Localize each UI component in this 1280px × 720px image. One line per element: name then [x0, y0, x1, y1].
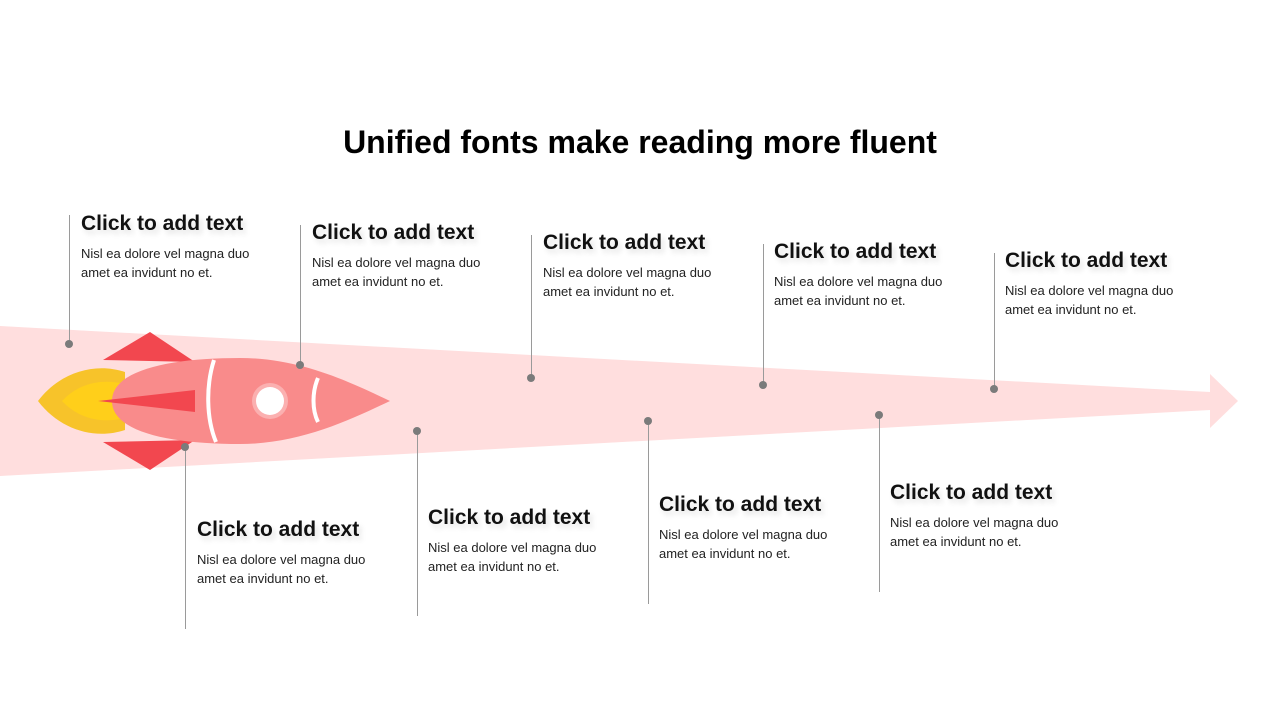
- connector-line: [763, 244, 764, 385]
- connector-line: [69, 215, 70, 344]
- milestone-heading[interactable]: Click to add text: [890, 481, 1053, 504]
- milestone-bottom-4[interactable]: Click to add text Nisl ea dolore vel mag…: [890, 481, 1120, 551]
- timeline-dot: [296, 361, 304, 369]
- connector-line: [531, 235, 532, 378]
- milestone-heading[interactable]: Click to add text: [428, 506, 591, 529]
- timeline-dot: [413, 427, 421, 435]
- arrow-trail: [0, 326, 1238, 476]
- connector-line: [417, 431, 418, 616]
- milestone-description[interactable]: Nisl ea dolore vel magna duo amet ea inv…: [428, 540, 597, 574]
- milestone-heading[interactable]: Click to add text: [1005, 249, 1168, 272]
- milestone-top-1[interactable]: Click to add text Nisl ea dolore vel mag…: [81, 212, 311, 282]
- milestone-heading[interactable]: Click to add text: [312, 221, 475, 244]
- timeline-dot: [65, 340, 73, 348]
- milestone-description[interactable]: Nisl ea dolore vel magna duo amet ea inv…: [774, 274, 943, 308]
- milestone-bottom-2[interactable]: Click to add text Nisl ea dolore vel mag…: [428, 506, 658, 576]
- milestone-bottom-1[interactable]: Click to add text Nisl ea dolore vel mag…: [197, 518, 427, 588]
- milestone-description[interactable]: Nisl ea dolore vel magna duo amet ea inv…: [543, 265, 712, 299]
- timeline-dot: [181, 443, 189, 451]
- milestone-description[interactable]: Nisl ea dolore vel magna duo amet ea inv…: [312, 255, 481, 289]
- milestone-heading[interactable]: Click to add text: [659, 493, 822, 516]
- connector-line: [648, 421, 649, 604]
- page-title: Unified fonts make reading more fluent: [343, 124, 937, 160]
- timeline-dot: [990, 385, 998, 393]
- milestone-bottom-3[interactable]: Click to add text Nisl ea dolore vel mag…: [659, 493, 889, 563]
- milestone-description[interactable]: Nisl ea dolore vel magna duo amet ea inv…: [81, 246, 250, 280]
- milestone-top-2[interactable]: Click to add text Nisl ea dolore vel mag…: [312, 221, 542, 291]
- milestone-heading[interactable]: Click to add text: [774, 240, 937, 263]
- rocket-icon: [38, 332, 390, 470]
- connector-line: [300, 225, 301, 365]
- milestone-top-5[interactable]: Click to add text Nisl ea dolore vel mag…: [1005, 249, 1235, 319]
- timeline-dot: [644, 417, 652, 425]
- timeline-dot: [759, 381, 767, 389]
- milestone-heading[interactable]: Click to add text: [543, 231, 706, 254]
- milestone-description[interactable]: Nisl ea dolore vel magna duo amet ea inv…: [659, 527, 828, 561]
- milestone-heading[interactable]: Click to add text: [197, 518, 360, 541]
- milestone-top-4[interactable]: Click to add text Nisl ea dolore vel mag…: [774, 240, 1004, 310]
- connector-line: [994, 253, 995, 389]
- timeline-dot: [527, 374, 535, 382]
- milestone-description[interactable]: Nisl ea dolore vel magna duo amet ea inv…: [890, 515, 1059, 549]
- milestone-top-3[interactable]: Click to add text Nisl ea dolore vel mag…: [543, 231, 773, 301]
- connector-line: [879, 415, 880, 592]
- timeline-dot: [875, 411, 883, 419]
- connector-line: [185, 447, 186, 629]
- milestone-description[interactable]: Nisl ea dolore vel magna duo amet ea inv…: [197, 552, 366, 586]
- milestone-heading[interactable]: Click to add text: [81, 212, 244, 235]
- milestone-description[interactable]: Nisl ea dolore vel magna duo amet ea inv…: [1005, 283, 1174, 317]
